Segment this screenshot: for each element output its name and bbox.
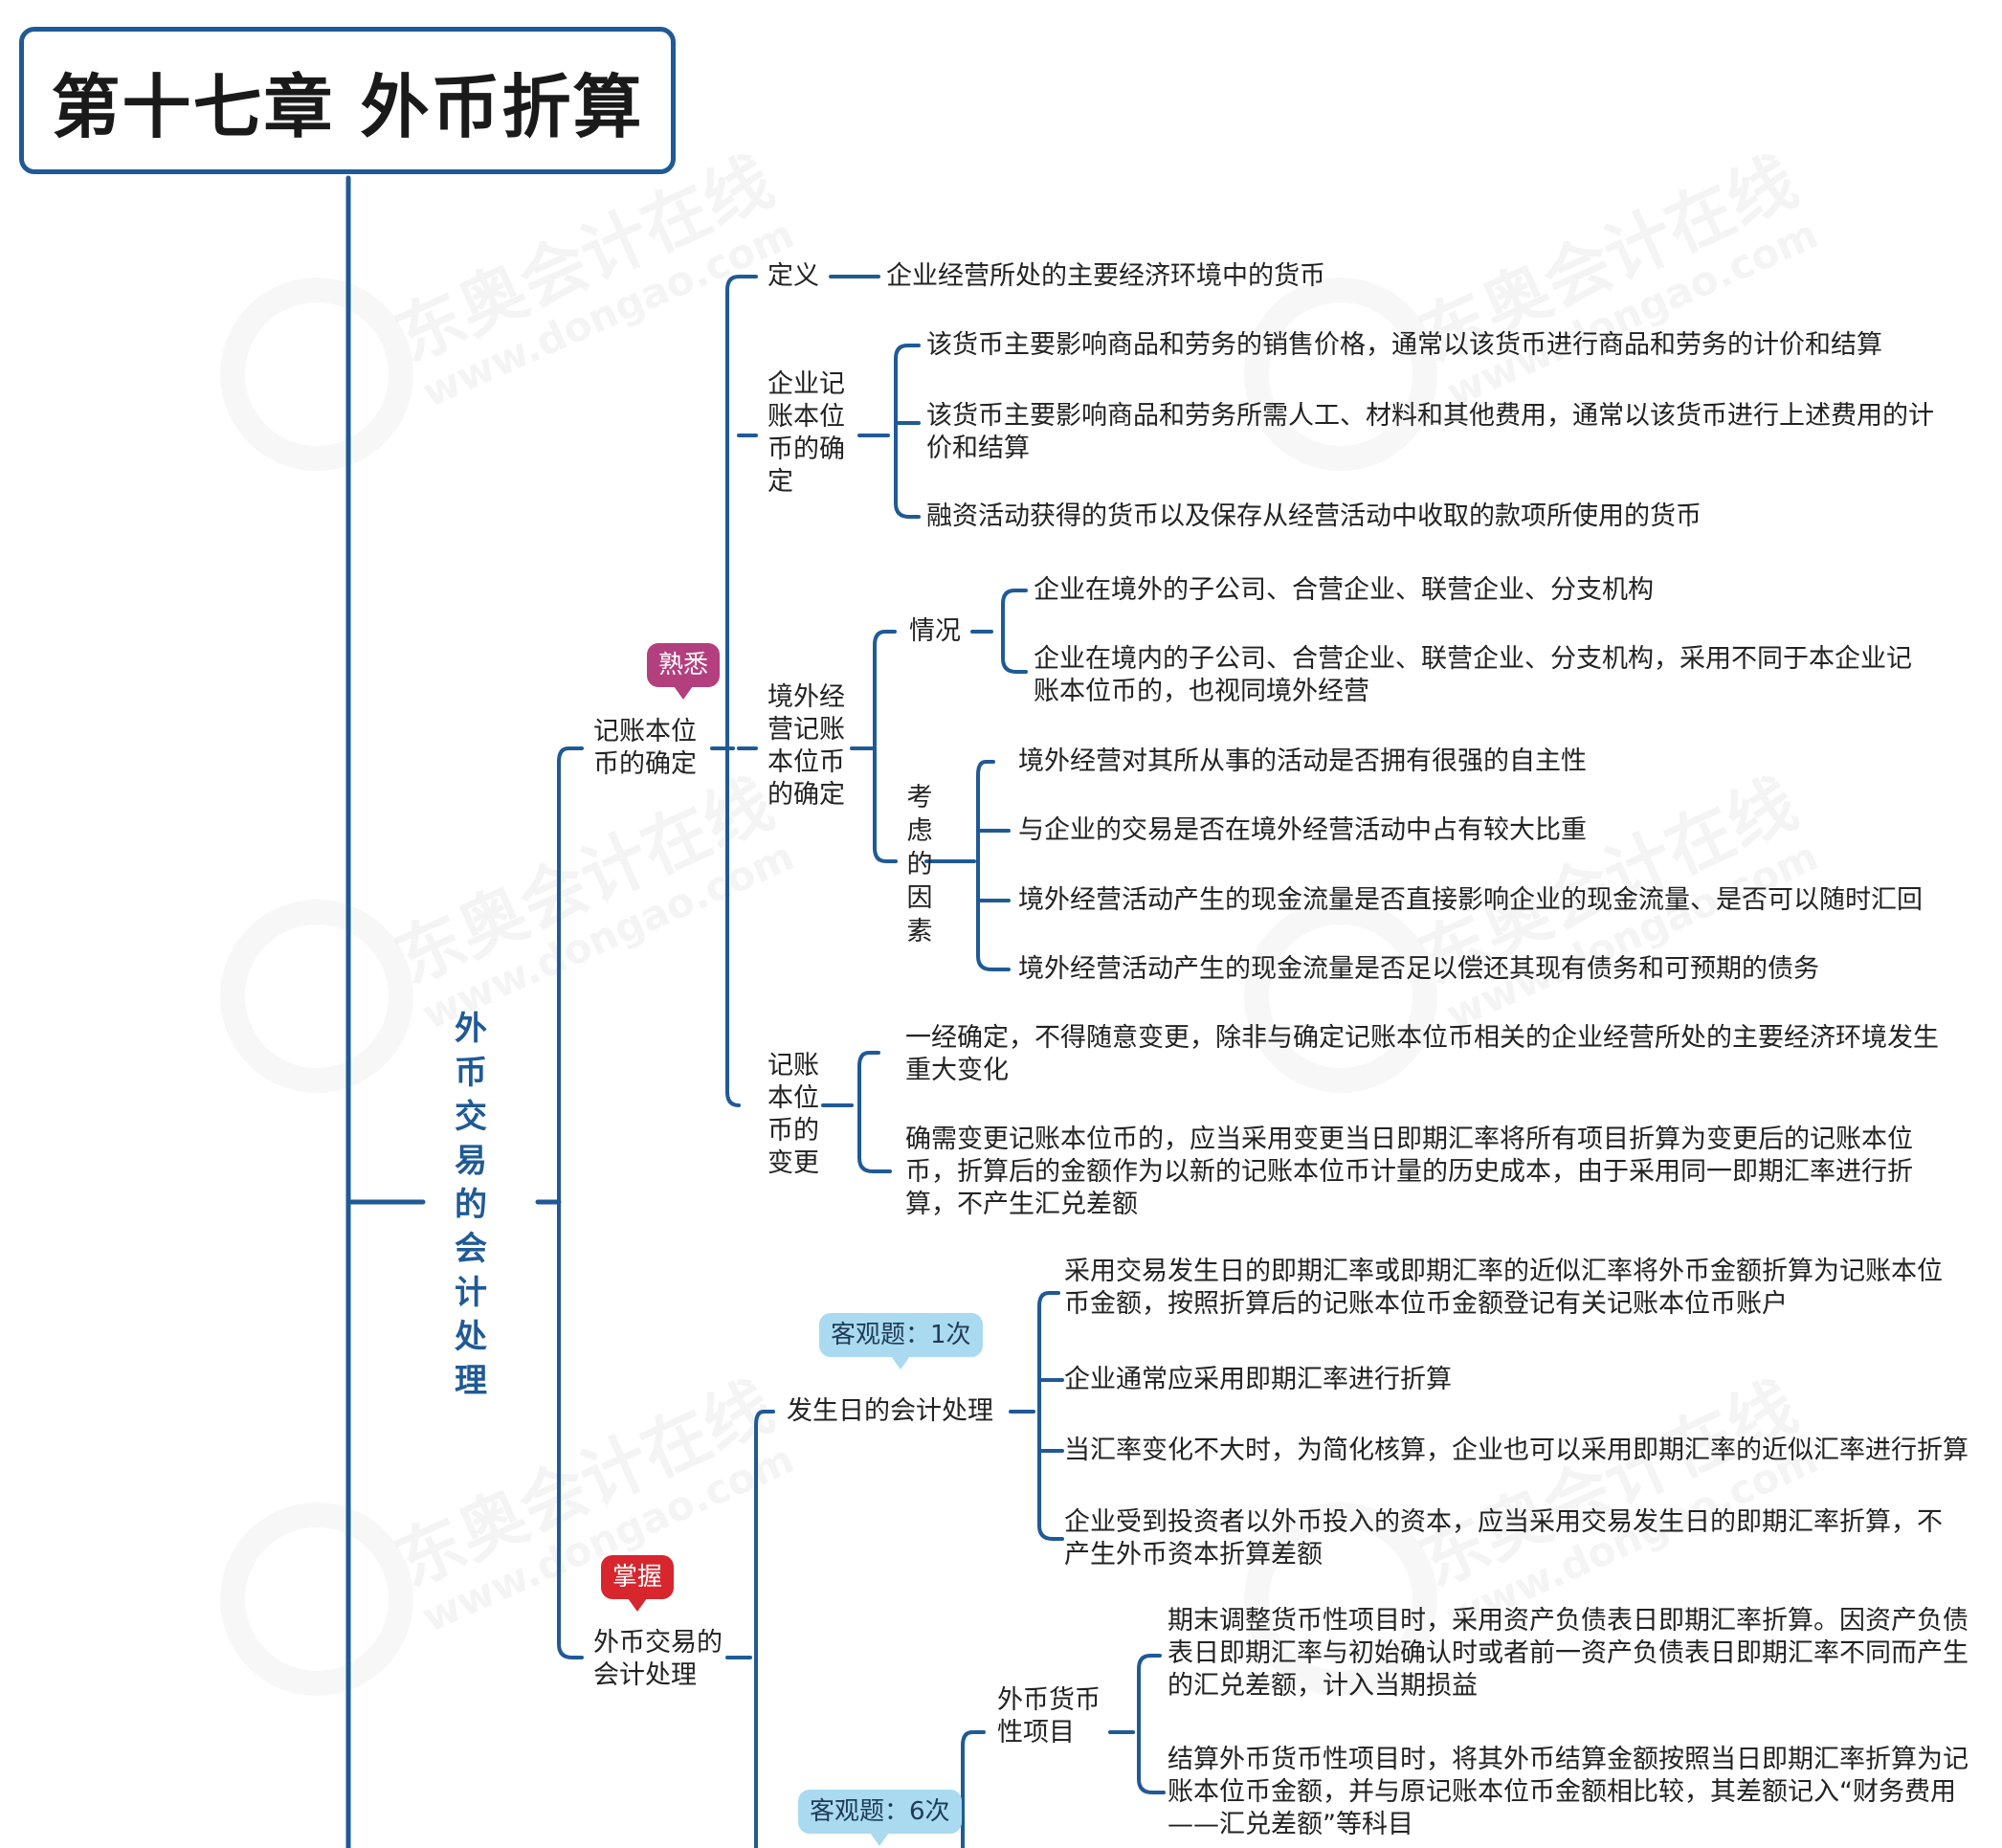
badge-objective-6: 客观题：6次 [798, 1790, 962, 1846]
change-label: 记账本位币的变更 [767, 1051, 819, 1178]
factor-item: 境外经营对其所从事的活动是否拥有很强的自主性 [1018, 746, 1587, 776]
occurrence-label: 发生日的会计处理 [787, 1396, 993, 1426]
definition-text: 企业经营所处的主要经济环境中的货币 [886, 261, 1325, 291]
badge-master: 掌握 [601, 1555, 675, 1612]
monetary-item: 结算外币货币性项目时，将其外币结算金额按照当日即期汇率折算为记账本位币金额，并与… [1168, 1745, 1969, 1839]
definition-label: 定义 [767, 261, 819, 291]
occurrence-item: 企业受到投资者以外币投入的资本，应当采用交易发生日的即期汇率折算，不产生外币资本… [1064, 1507, 1943, 1570]
section1-label: 记账本位币的确定 [593, 717, 697, 779]
change-item: 一经确定，不得随意变更，除非与确定记账本位币相关的企业经营所处的主要经济环境发生… [905, 1023, 1939, 1085]
factors-label: 考虑的因素 [906, 783, 933, 946]
enterprise-item: 融资活动获得的货币以及保存从经营活动中收取的款项所使用的货币 [926, 501, 1702, 531]
monetary-item: 期末调整货币性项目时，采用资产负债表日即期汇率折算。因资产负债表日即期汇率与初始… [1168, 1606, 1969, 1701]
section2-label: 外币交易的会计处理 [593, 1628, 723, 1690]
enterprise-item: 该货币主要影响商品和劳务所需人工、材料和其他费用，通常以该货币进行上述费用的计价… [926, 401, 1934, 463]
chapter-title: 第十七章 外币折算 [51, 66, 644, 147]
situation-item: 企业在境外的子公司、合营企业、联营企业、分支机构 [1034, 575, 1654, 605]
badge-objective-1: 客观题：1次 [819, 1313, 983, 1369]
situation-label: 情况 [909, 616, 961, 646]
main-branch-label: 外币交易的会计处理 [455, 1010, 487, 1400]
monetary-label: 外币货币性项目 [997, 1685, 1101, 1748]
situation-item: 企业在境内的子公司、合营企业、联营企业、分支机构，采用不同于本企业记账本位币的，… [1034, 644, 1912, 706]
enterprise-label: 企业记账本位币的确定 [767, 369, 845, 497]
enterprise-item: 该货币主要影响商品和劳务的销售价格，通常以该货币进行商品和劳务的计价和结算 [926, 330, 1882, 360]
occurrence-item: 采用交易发生日的即期汇率或即期汇率的近似汇率将外币金额折算为记账本位币金额，按照… [1064, 1257, 1943, 1319]
badge-familiar: 熟悉 [647, 643, 721, 700]
factor-item: 境外经营活动产生的现金流量是否足以偿还其现有债务和可预期的债务 [1018, 954, 1819, 984]
factor-item: 与企业的交易是否在境外经营活动中占有较大比重 [1018, 815, 1587, 845]
change-item: 确需变更记账本位币的，应当采用变更当日即期汇率将所有项目折算为变更后的记账本位币… [905, 1124, 1913, 1219]
occurrence-item: 企业通常应采用即期汇率进行折算 [1064, 1365, 1452, 1394]
overseas-label: 境外经营记账本位币的确定 [767, 682, 845, 810]
factor-item: 境外经营活动产生的现金流量是否直接影响企业的现金流量、是否可以随时汇回 [1018, 885, 1923, 915]
occurrence-item: 当汇率变化不大时，为简化核算，企业也可以采用即期汇率的近似汇率进行折算 [1064, 1436, 1969, 1465]
chapter-title-box: 第十七章 外币折算 [19, 27, 676, 174]
